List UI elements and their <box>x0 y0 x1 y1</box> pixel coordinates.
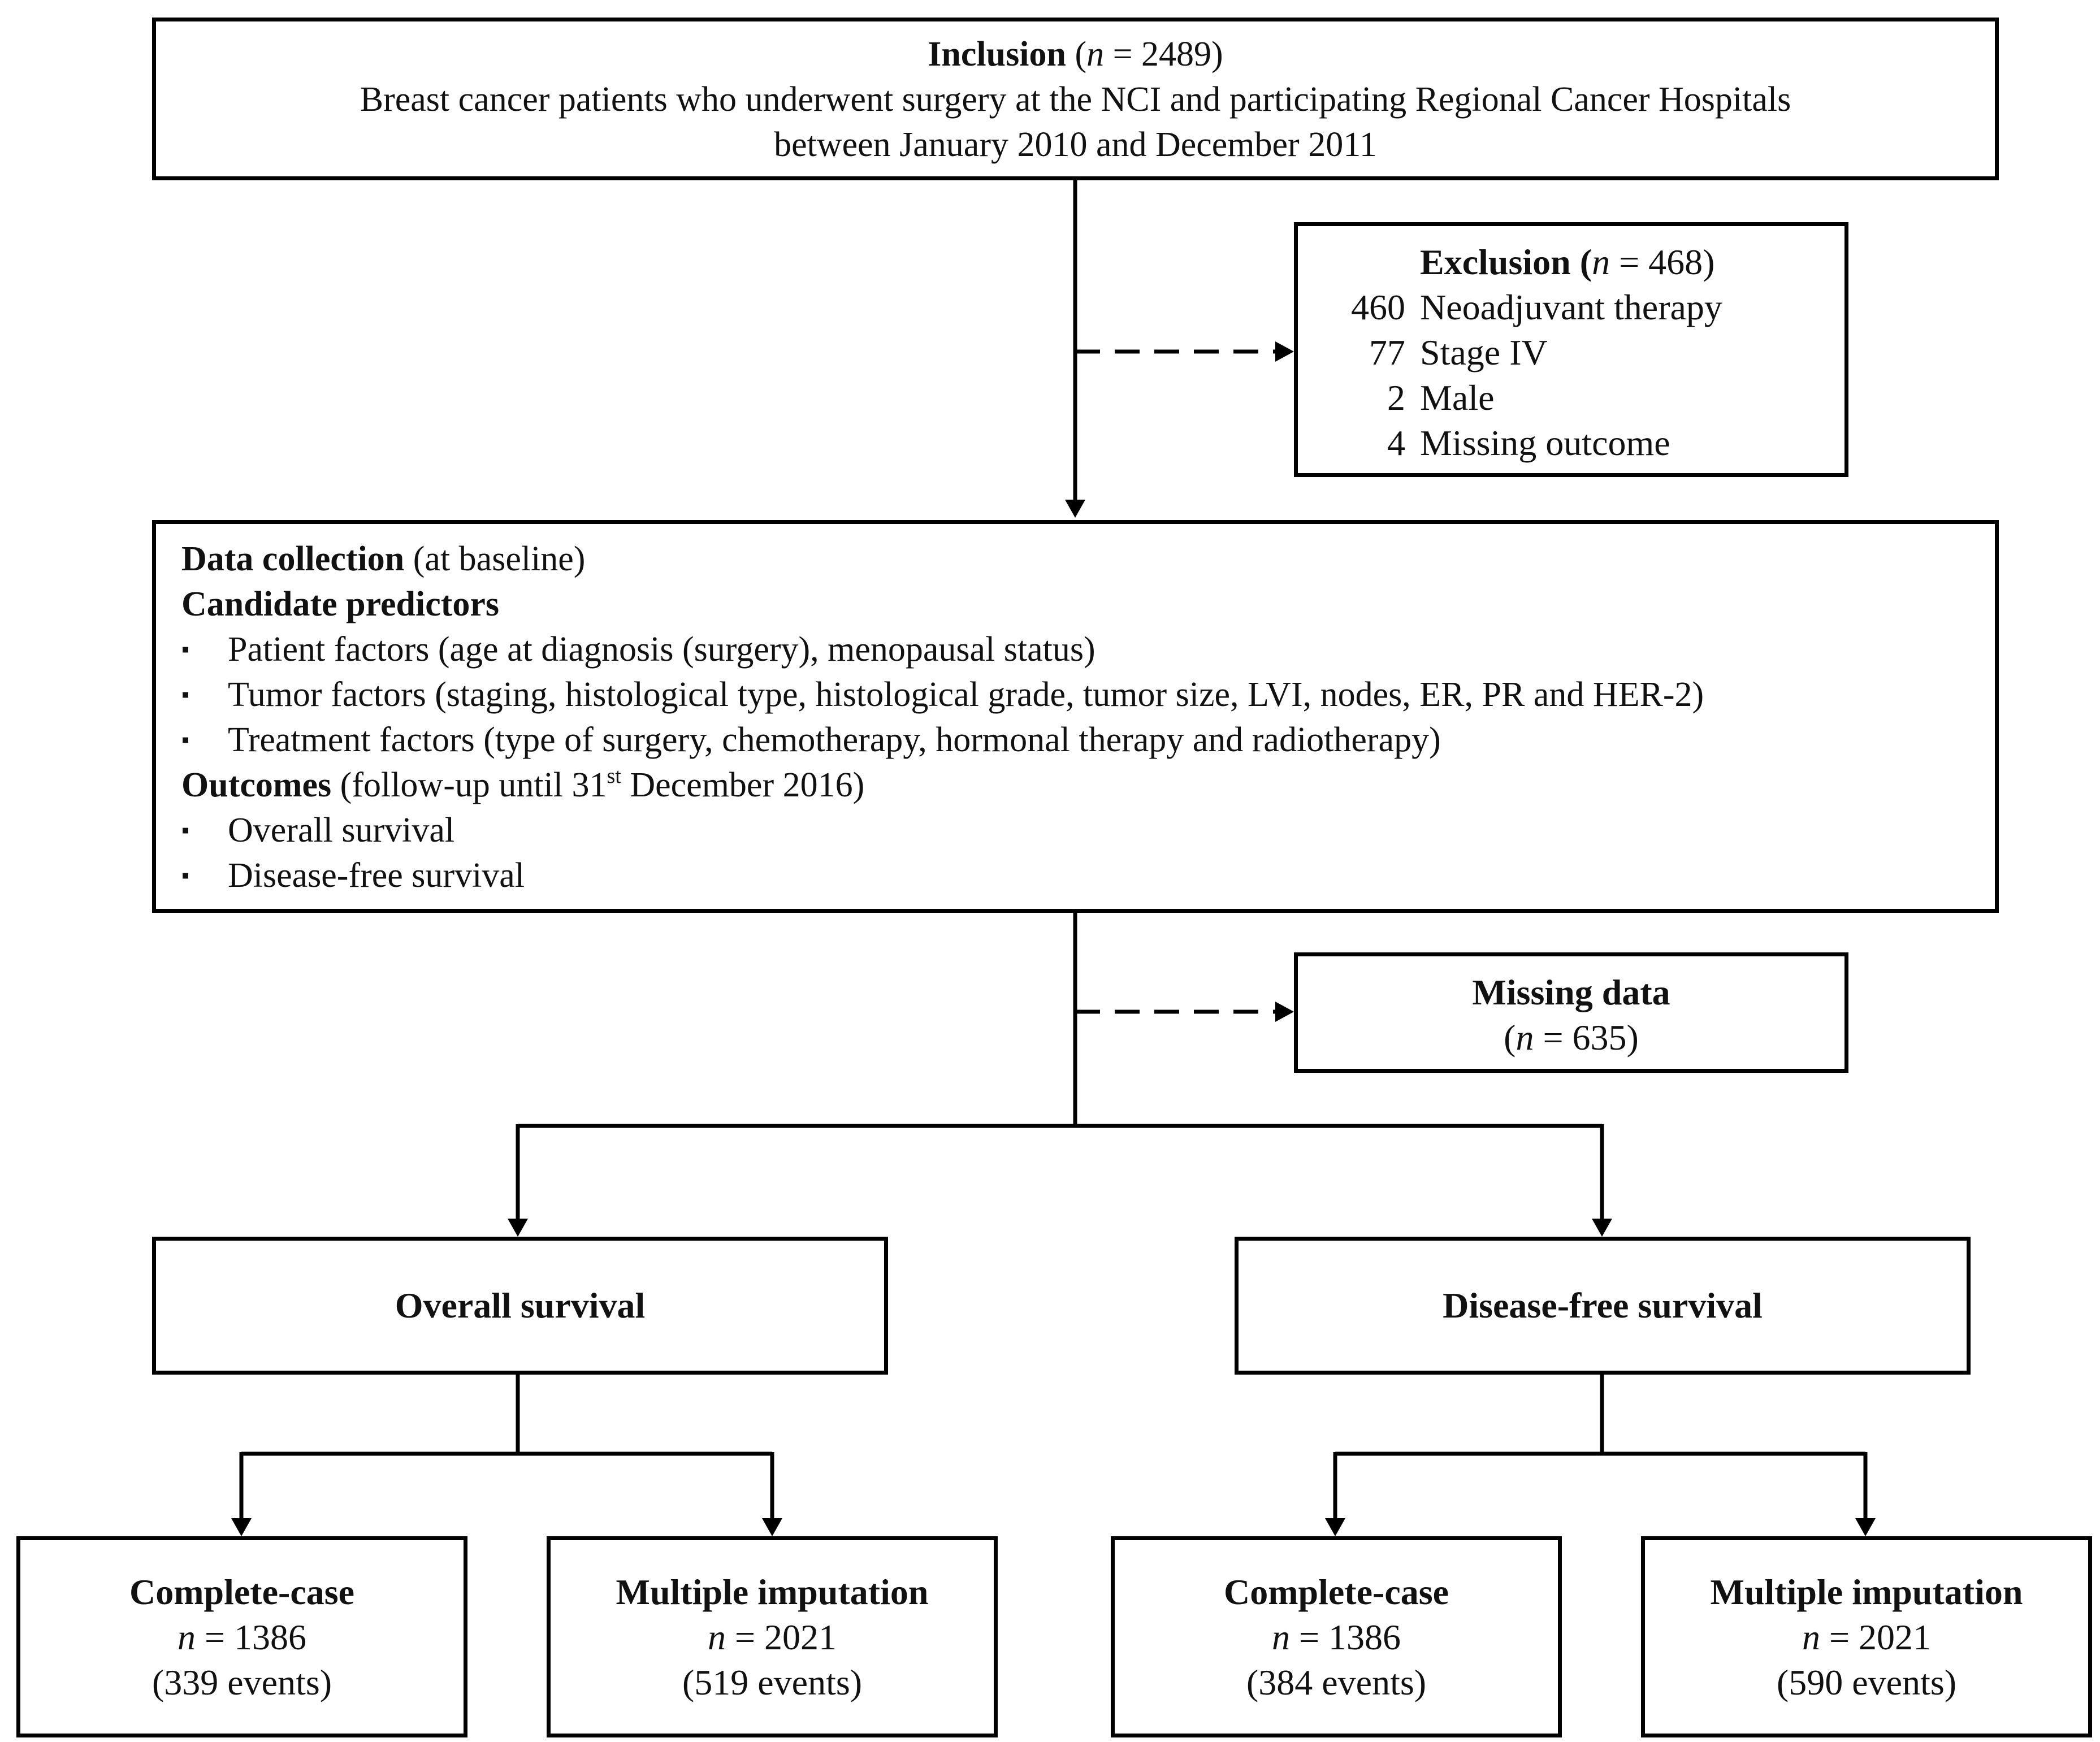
exclusion-row: 460 Neoadjuvant therapy <box>1298 285 1844 330</box>
arrowhead-os-cc <box>231 1518 252 1536</box>
os-cc-events: (339 events) <box>151 1662 332 1702</box>
inclusion-n-value: = 2489) <box>1104 35 1223 73</box>
predictor-item: ▪ Treatment factors (type of surgery, che… <box>181 717 1995 762</box>
arrowhead-dfs <box>1592 1219 1612 1237</box>
exclusion-row: 4 Missing outcome <box>1298 421 1844 466</box>
os-cc-title: Complete-case <box>129 1572 355 1612</box>
missing-data-box: Missing data (n = 635) <box>1294 952 1848 1073</box>
bullet-icon: ▪ <box>181 817 190 843</box>
outcomes-prefix: (follow-up until 31 <box>331 766 607 804</box>
bullet-icon: ▪ <box>181 863 190 888</box>
disease-free-survival-title: Disease-free survival <box>1443 1285 1763 1325</box>
os-cc-n-label: n <box>177 1617 196 1657</box>
missing-title: Missing data <box>1472 972 1670 1012</box>
dfs-cc-title: Complete-case <box>1223 1572 1449 1612</box>
data-collection-title: Data collection <box>181 540 405 578</box>
data-collection-suffix: (at baseline) <box>404 540 586 578</box>
predictors-heading: Candidate predictors <box>181 585 500 623</box>
os-mi-n-value: = 2021 <box>725 1617 837 1657</box>
os-multiple-imputation-box: Multiple imputation n = 2021 (519 events… <box>547 1536 998 1737</box>
outcome-text: Disease-free survival <box>228 856 525 895</box>
exclusion-count: 460 <box>1351 287 1405 327</box>
bullet-icon: ▪ <box>181 682 190 707</box>
bullet-icon: ▪ <box>181 727 190 752</box>
exclusion-count: 4 <box>1387 423 1405 463</box>
outcomes-suffix: December 2016) <box>621 766 865 804</box>
exclusion-heading: Exclusion (n = 468) <box>1298 240 1844 285</box>
data-collection-heading: Data collection (at baseline) <box>181 536 1995 582</box>
exclusion-label: Missing outcome <box>1420 423 1670 463</box>
arrowhead-datacollection <box>1065 500 1085 518</box>
predictor-item: ▪ Tumor factors (staging, histological ty… <box>181 672 1995 717</box>
os-complete-case-box: Complete-case n = 1386 (339 events) <box>16 1536 467 1737</box>
dfs-mi-n-label: n <box>1802 1617 1820 1657</box>
arrowhead-os-mi <box>762 1518 782 1536</box>
outcomes-heading: Outcomes <box>181 766 332 804</box>
inclusion-title: Inclusion <box>928 35 1066 73</box>
inclusion-heading: Inclusion (n = 2489) <box>928 35 1223 73</box>
outcomes-heading-line: Outcomes (follow-up until 31st December … <box>181 762 1995 808</box>
exclusion-title: Exclusion ( <box>1420 242 1592 282</box>
dfs-mi-n-value: = 2021 <box>1820 1617 1932 1657</box>
outcome-item: ▪ Disease-free survival <box>181 853 1995 898</box>
exclusion-label: Stage IV <box>1420 332 1548 372</box>
dfs-multiple-imputation-box: Multiple imputation n = 2021 (590 events… <box>1641 1536 2092 1737</box>
arrowhead-overall <box>508 1219 528 1237</box>
exclusion-box: Exclusion (n = 468) 460 Neoadjuvant ther… <box>1294 222 1848 477</box>
dfs-cc-events: (384 events) <box>1246 1662 1427 1702</box>
inclusion-box: Inclusion (n = 2489) Breast cancer patie… <box>152 18 1999 180</box>
exclusion-row: 77 Stage IV <box>1298 330 1844 375</box>
arrowhead-dfs-cc <box>1325 1518 1345 1536</box>
missing-n-label: n <box>1516 1017 1534 1058</box>
disease-free-survival-box: Disease-free survival <box>1235 1237 1971 1375</box>
outcomes-sup: st <box>607 764 621 788</box>
dfs-cc-n-label: n <box>1271 1617 1290 1657</box>
exclusion-row: 2 Male <box>1298 375 1844 421</box>
exclusion-n-value: = 468) <box>1610 242 1715 282</box>
dfs-complete-case-box: Complete-case n = 1386 (384 events) <box>1111 1536 1562 1737</box>
missing-n: (n = 635) <box>1504 1017 1639 1058</box>
bullet-icon: ▪ <box>181 636 190 662</box>
outcome-text: Overall survival <box>228 811 455 850</box>
exclusion-count: 77 <box>1369 332 1405 372</box>
os-mi-events: (519 events) <box>682 1662 863 1702</box>
inclusion-line1: Breast cancer patients who underwent sur… <box>360 80 1791 119</box>
exclusion-count: 2 <box>1387 378 1405 418</box>
overall-survival-title: Overall survival <box>395 1285 646 1325</box>
missing-n-value: = 635) <box>1534 1017 1639 1058</box>
arrowhead-dfs-mi <box>1855 1518 1876 1536</box>
predictor-item: ▪ Patient factors (age at diagnosis (surg… <box>181 627 1995 672</box>
outcome-item: ▪ Overall survival <box>181 808 1995 853</box>
arrowhead-exclusion <box>1275 341 1294 362</box>
dfs-cc-n-value: = 1386 <box>1289 1617 1401 1657</box>
inclusion-n-label: n <box>1086 35 1105 73</box>
dfs-mi-title: Multiple imputation <box>1710 1572 2023 1612</box>
predictor-text: Treatment factors (type of surgery, chem… <box>228 721 1441 759</box>
predictor-text: Patient factors (age at diagnosis (surge… <box>228 630 1096 669</box>
exclusion-n-label: n <box>1592 242 1610 282</box>
inclusion-line2: between January 2010 and December 2011 <box>774 125 1377 164</box>
arrowhead-missing <box>1275 1002 1294 1022</box>
os-mi-title: Multiple imputation <box>616 1572 929 1612</box>
os-mi-n-label: n <box>707 1617 726 1657</box>
overall-survival-box: Overall survival <box>152 1237 888 1375</box>
exclusion-label: Neoadjuvant therapy <box>1420 287 1722 327</box>
data-collection-box: Data collection (at baseline) Candidate … <box>152 520 1999 913</box>
dfs-mi-events: (590 events) <box>1776 1662 1957 1702</box>
predictor-text: Tumor factors (staging, histological typ… <box>228 675 1704 714</box>
exclusion-label: Male <box>1420 378 1495 418</box>
os-cc-n-value: = 1386 <box>195 1617 307 1657</box>
